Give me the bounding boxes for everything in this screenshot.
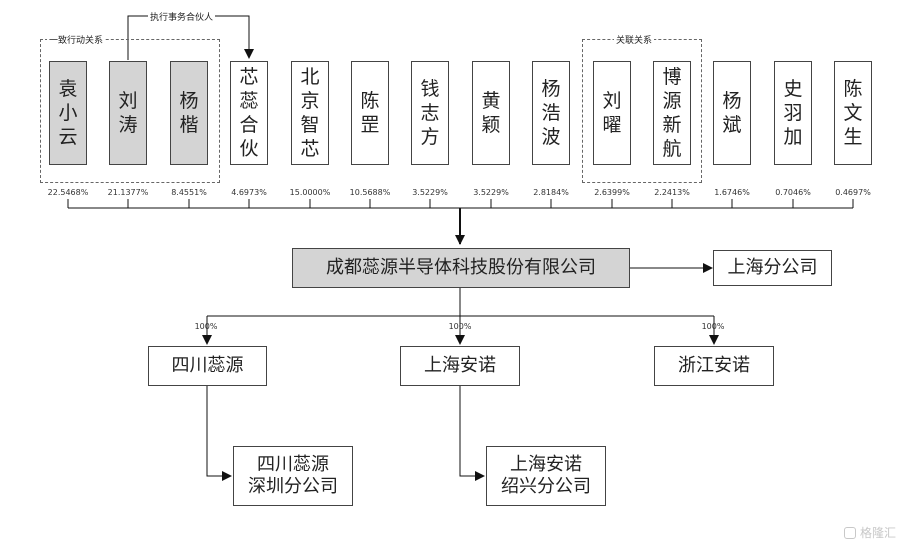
shareholding-pct: 4.6973% xyxy=(231,188,267,197)
shareholding-pct: 22.5468% xyxy=(47,188,89,197)
executive-partner-label: 执行事务合伙人 xyxy=(148,10,216,23)
shareholder-name: 杨浩波 xyxy=(541,78,561,148)
shareholder-name: 芯蕊合伙 xyxy=(239,66,259,160)
shareholding-pct: 10.5688% xyxy=(349,188,391,197)
main-company-box: 成都蕊源半导体科技股份有限公司 xyxy=(292,248,630,288)
branch-name: 上海分公司 xyxy=(727,257,818,278)
shareholding-pct: 3.5229% xyxy=(412,188,448,197)
watermark: 格隆汇 xyxy=(843,524,896,541)
shareholder-name: 袁小云 xyxy=(58,78,78,148)
shareholder-name: 史羽加 xyxy=(783,78,803,148)
subsidiary-name: 四川蕊源 xyxy=(171,355,244,376)
shareholder-name: 刘曜 xyxy=(602,90,622,136)
shareholding-pct: 2.6399% xyxy=(594,188,630,197)
shareholder-box: 博源新航 xyxy=(653,61,691,165)
shareholder-box: 杨楷 xyxy=(170,61,208,165)
sub-branch-line: 深圳分公司 xyxy=(248,476,338,497)
shareholder-box: 袁小云 xyxy=(49,61,87,165)
shareholder-name: 刘涛 xyxy=(118,90,138,136)
sub-branch-line: 上海安诺 xyxy=(510,454,582,475)
shareholder-box: 杨斌 xyxy=(713,61,751,165)
subsidiary-pct: 100% xyxy=(448,322,472,331)
shareholder-name: 北京智芯 xyxy=(300,66,320,160)
shareholder-name: 陈文生 xyxy=(843,78,863,148)
shareholding-pct: 0.4697% xyxy=(835,188,871,197)
branch-box: 上海分公司 xyxy=(713,250,832,286)
subsidiary-box: 浙江安诺 xyxy=(654,346,774,386)
sub-branch-line: 四川蕊源 xyxy=(257,454,329,475)
shareholder-name: 钱志方 xyxy=(420,78,440,148)
shareholder-box: 钱志方 xyxy=(411,61,449,165)
shareholding-pct: 2.8184% xyxy=(533,188,569,197)
subsidiary-name: 上海安诺 xyxy=(424,355,496,376)
watermark-logo-icon xyxy=(843,526,856,539)
shareholder-box: 黄颖 xyxy=(472,61,510,165)
watermark-text: 格隆汇 xyxy=(859,526,896,540)
main-company-name: 成都蕊源半导体科技股份有限公司 xyxy=(326,257,596,278)
shareholding-pct: 8.4551% xyxy=(171,188,207,197)
shareholder-box: 刘曜 xyxy=(593,61,631,165)
shareholder-name: 陈罡 xyxy=(360,90,380,136)
concert-group-box xyxy=(40,39,220,183)
sub-branch-box: 上海安诺 绍兴分公司 xyxy=(486,446,606,506)
subsidiary-name: 浙江安诺 xyxy=(678,355,750,376)
shareholder-box: 陈罡 xyxy=(351,61,389,165)
shareholding-pct: 2.2413% xyxy=(654,188,690,197)
shareholder-name: 黄颖 xyxy=(481,90,501,136)
shareholding-pct: 1.6746% xyxy=(714,188,750,197)
sub-branch-line: 绍兴分公司 xyxy=(501,476,591,497)
shareholder-box: 北京智芯 xyxy=(291,61,329,165)
subsidiary-pct: 100% xyxy=(701,322,725,331)
subsidiary-pct: 100% xyxy=(194,322,218,331)
shareholder-name: 杨斌 xyxy=(722,90,742,136)
subsidiary-box: 四川蕊源 xyxy=(148,346,267,386)
shareholder-box: 刘涛 xyxy=(109,61,147,165)
shareholder-box: 芯蕊合伙 xyxy=(230,61,268,165)
subsidiary-box: 上海安诺 xyxy=(400,346,520,386)
shareholding-pct: 0.7046% xyxy=(775,188,811,197)
shareholding-pct: 21.1377% xyxy=(107,188,149,197)
shareholder-box: 史羽加 xyxy=(774,61,812,165)
shareholder-name: 博源新航 xyxy=(662,66,682,160)
shareholder-box: 陈文生 xyxy=(834,61,872,165)
shareholder-box: 杨浩波 xyxy=(532,61,570,165)
sub-branch-box: 四川蕊源 深圳分公司 xyxy=(233,446,353,506)
shareholder-name: 杨楷 xyxy=(179,90,199,136)
shareholding-pct: 3.5229% xyxy=(473,188,509,197)
concert-group-label: 一致行动关系 xyxy=(47,33,106,46)
related-group-label: 关联关系 xyxy=(614,33,655,46)
shareholding-pct: 15.0000% xyxy=(289,188,331,197)
